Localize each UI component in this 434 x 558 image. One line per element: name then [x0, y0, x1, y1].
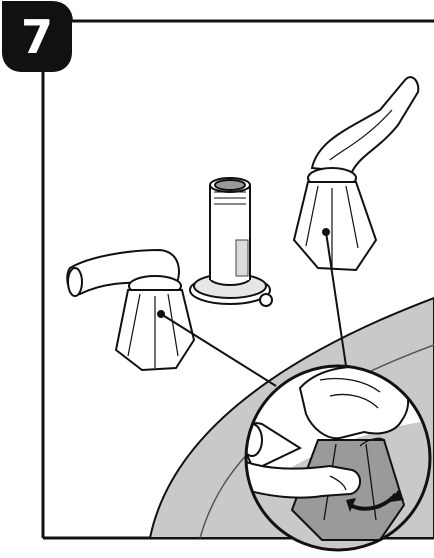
- detail-callout: [244, 364, 432, 552]
- callout-leaders: [160, 231, 347, 387]
- step-number: 7: [20, 10, 53, 64]
- spout-riser-icon: [189, 177, 273, 307]
- step-badge-shape: [2, 1, 73, 72]
- left-handle: [66, 248, 196, 372]
- right-handle: [292, 76, 420, 272]
- step-badge: 7: [2, 2, 72, 72]
- clockwise-arrow-icon: [346, 490, 404, 512]
